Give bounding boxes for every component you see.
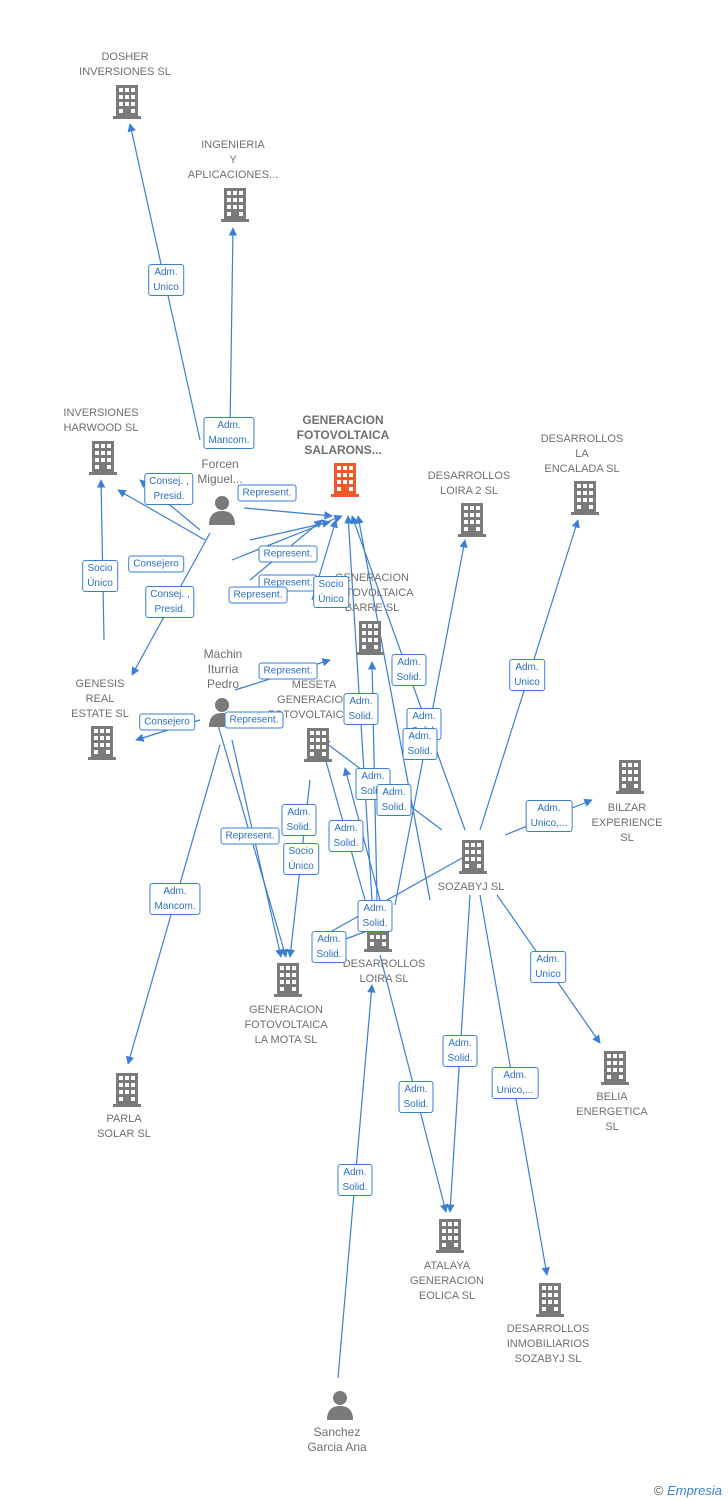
node-label-bilzar[interactable]: BILZAR EXPERIENCE SL — [591, 802, 663, 844]
relation-edge — [228, 227, 238, 431]
person-icon[interactable] — [209, 496, 235, 525]
node-label-atalaya[interactable]: ATALAYA GENERACION EOLICA SL — [410, 1260, 484, 1302]
node-label-parla[interactable]: PARLA SOLAR SL — [97, 1113, 151, 1140]
building-icon[interactable] — [88, 726, 116, 760]
relation-edge — [231, 514, 343, 561]
edge-label[interactable]: Consej. , Presid. — [145, 586, 195, 618]
building-icon[interactable] — [459, 840, 487, 874]
edge-label[interactable]: Represent. — [228, 586, 288, 604]
edge-label[interactable]: Adm. Solid. — [357, 900, 393, 932]
edge-label[interactable]: Socio Único — [82, 560, 118, 592]
node-label-salarons[interactable]: GENERACION FOTOVOLTAICA SALARONS... — [296, 413, 390, 457]
edge-label[interactable]: Adm. Unico — [530, 951, 566, 983]
edge-label[interactable]: Adm. Solid. — [398, 1081, 434, 1113]
edge-label[interactable]: Adm. Solid. — [337, 1164, 373, 1196]
edge-label[interactable]: Adm. Unico — [148, 264, 184, 296]
edge-label[interactable]: Adm. Mancom. — [203, 417, 255, 449]
building-icon[interactable] — [458, 503, 486, 537]
building-icon[interactable] — [221, 188, 249, 222]
edge-label[interactable]: Represent. — [220, 827, 280, 845]
node-label-loira[interactable]: DESARROLLOS LOIRA SL — [342, 958, 426, 985]
building-icon[interactable] — [274, 963, 302, 997]
person-icon[interactable] — [327, 1391, 353, 1420]
building-icon[interactable] — [89, 441, 117, 475]
node-label-ingenieria[interactable]: INGENIERIA Y APLICACIONES... — [187, 139, 279, 181]
node-label-meseta[interactable]: MESETA GENERACION FOTOVOLTAICA... — [267, 679, 361, 721]
node-label-genfotob[interactable]: GENERACION FOTOVOLTAICA BARRE SL — [330, 572, 414, 614]
node-label-machin[interactable]: Machin Iturria Pedro — [203, 647, 243, 691]
node-label-sozabyj[interactable]: SOZABYJ SL — [437, 881, 505, 893]
edge-label[interactable]: Consejero — [139, 713, 195, 731]
edge-label[interactable]: Adm. Solid. — [376, 784, 412, 816]
edge-label[interactable]: Adm. Unico,... — [525, 800, 573, 832]
edge-label[interactable]: Consejero — [128, 555, 184, 573]
building-icon[interactable] — [304, 728, 332, 762]
relation-edge — [231, 739, 284, 958]
edge-label[interactable]: Adm. Solid. — [311, 931, 347, 963]
brand-logo: Empresia — [667, 1483, 722, 1498]
node-label-genesis[interactable]: GENESIS REAL ESTATE SL — [71, 678, 129, 720]
building-icon[interactable] — [113, 1073, 141, 1107]
edge-label[interactable]: Adm. Solid. — [391, 654, 427, 686]
node-label-inversiones[interactable]: INVERSIONES HARWOOD SL — [63, 407, 139, 434]
edge-label[interactable]: Adm. Mancom. — [149, 883, 201, 915]
edge-label[interactable]: Adm. Solid. — [442, 1035, 478, 1067]
building-icon[interactable] — [356, 621, 384, 655]
edge-label[interactable]: Adm. Solid. — [328, 820, 364, 852]
node-label-inmobiliarios[interactable]: DESARROLLOS INMOBILIARIOS SOZABYJ SL — [506, 1323, 590, 1365]
building-icon[interactable] — [601, 1051, 629, 1085]
edge-label[interactable]: Adm. Solid. — [402, 728, 438, 760]
edge-label[interactable]: Socio Único — [313, 576, 349, 608]
copyright-icon: © — [653, 1483, 664, 1498]
building-icon[interactable] — [571, 481, 599, 515]
edge-label[interactable]: Adm. Solid. — [281, 804, 317, 836]
relation-edge — [355, 515, 431, 901]
relation-edge — [117, 489, 206, 541]
node-label-forcen[interactable]: Forcen Miguel... — [197, 457, 243, 486]
building-icon[interactable] — [113, 85, 141, 119]
edge-label[interactable]: Consej. , Presid. — [144, 473, 194, 505]
node-label-sanchez[interactable]: Sanchez Garcia Ana — [307, 1425, 367, 1454]
building-icon[interactable] — [536, 1283, 564, 1317]
relation-edge — [315, 857, 463, 941]
node-label-dosher[interactable]: DOSHER INVERSIONES SL — [79, 51, 171, 78]
edge-label[interactable]: Adm. Unico,... — [491, 1067, 539, 1099]
relation-edge — [243, 507, 333, 520]
building-icon[interactable] — [331, 463, 359, 497]
node-label-encalada[interactable]: DESARROLLOS LA ENCALADA SL — [540, 433, 624, 475]
edge-label[interactable]: Adm. Solid. — [343, 693, 379, 725]
edge-label[interactable]: Represent. — [237, 484, 297, 502]
edge-label[interactable]: Represent. — [258, 545, 318, 563]
node-label-lamota[interactable]: GENERACION FOTOVOLTAICA LA MOTA SL — [244, 1004, 328, 1046]
building-icon[interactable] — [616, 760, 644, 794]
node-label-belia[interactable]: BELIA ENERGETICA SL — [576, 1091, 648, 1133]
node-label-loira2[interactable]: DESARROLLOS LOIRA 2 SL — [427, 470, 511, 497]
footer: © Empresia — [654, 1483, 722, 1498]
edge-label[interactable]: Represent. — [224, 711, 284, 729]
building-icon[interactable] — [436, 1219, 464, 1253]
edge-label[interactable]: Adm. Unico — [509, 659, 545, 691]
edge-label[interactable]: Socio Único — [283, 843, 319, 875]
edge-label[interactable]: Represent. — [258, 662, 318, 680]
